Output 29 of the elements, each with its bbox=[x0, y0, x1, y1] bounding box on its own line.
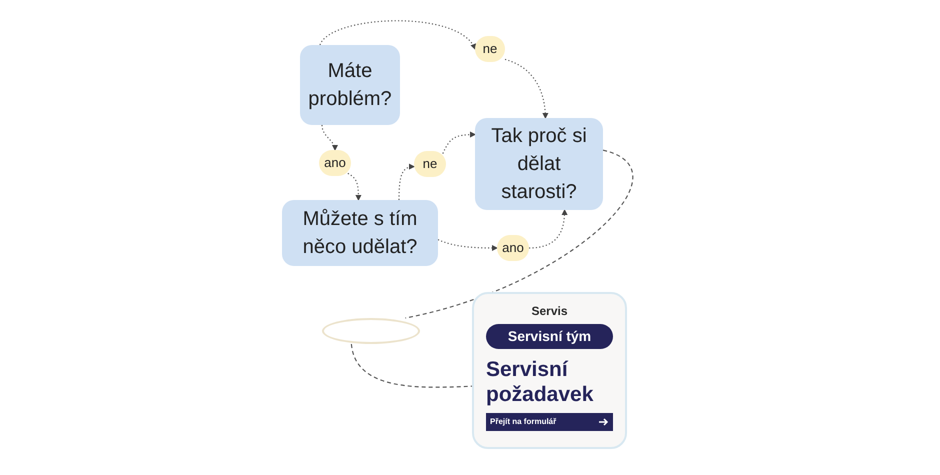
question-box bbox=[282, 200, 438, 266]
dashed-connector bbox=[405, 150, 633, 319]
question-box bbox=[300, 45, 400, 125]
answer-bubble bbox=[497, 235, 529, 261]
dotted-arrow bbox=[528, 209, 568, 249]
card-heading: Servis bbox=[531, 303, 568, 320]
answer-label: ano bbox=[324, 154, 346, 172]
dotted-arrow bbox=[442, 132, 476, 154]
dotted-arrow bbox=[321, 124, 338, 151]
service-card bbox=[472, 292, 627, 449]
dashed-connector bbox=[350, 344, 472, 388]
question-text: Tak proč si dělat starosti? bbox=[490, 124, 588, 205]
question-box bbox=[475, 118, 603, 210]
answer-bubble bbox=[475, 36, 505, 62]
card-title: Servisní požadavek bbox=[486, 357, 594, 407]
answer-bubble bbox=[319, 150, 351, 176]
answer-bubble bbox=[414, 151, 446, 177]
team-pill: Servisní tým bbox=[486, 324, 613, 349]
dotted-arrow bbox=[398, 164, 415, 200]
question-text: Máte problém? bbox=[308, 59, 392, 112]
answer-label: ne bbox=[482, 40, 498, 58]
answer-label: ano bbox=[502, 239, 524, 258]
dotted-arrow bbox=[320, 20, 476, 50]
form-button: Přejít na formulář bbox=[486, 413, 613, 431]
dotted-arrow bbox=[348, 172, 362, 201]
question-text: Můžete s tím něco udělat? bbox=[302, 207, 418, 260]
answer-label: ne bbox=[422, 155, 438, 174]
dotted-arrow bbox=[438, 239, 498, 251]
dotted-arrow bbox=[504, 58, 548, 119]
